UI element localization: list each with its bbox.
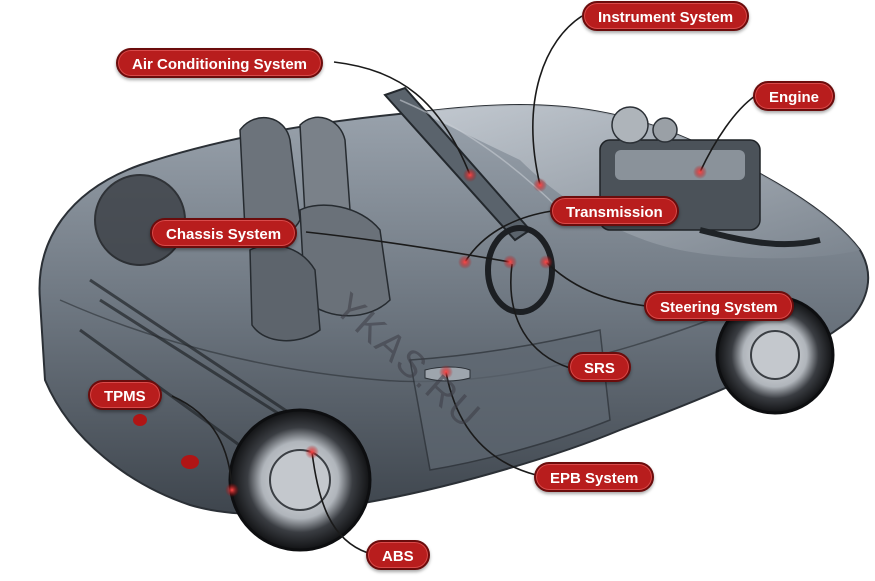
marker-air-conditioning <box>463 168 477 182</box>
marker-tpms <box>225 483 239 497</box>
label-epb-system: EPB System <box>534 462 655 492</box>
marker-abs <box>305 445 319 459</box>
label-srs: SRS <box>568 352 631 382</box>
marker-steering-system <box>539 255 553 269</box>
label-transmission: Transmission <box>550 196 679 226</box>
label-instrument-system: Instrument System <box>582 1 750 31</box>
label-chassis-system: Chassis System <box>150 218 298 248</box>
leader-transmission <box>464 210 553 263</box>
marker-chassis-system <box>503 255 517 269</box>
leader-steering-system <box>545 261 647 307</box>
leader-chassis-system <box>305 231 511 263</box>
marker-transmission <box>458 255 472 269</box>
leader-lines <box>171 15 756 554</box>
label-tpms: TPMS <box>88 380 162 410</box>
leader-air-conditioning <box>333 61 471 176</box>
label-abs: ABS <box>366 540 430 570</box>
leader-epb-system <box>445 371 537 476</box>
marker-epb-system <box>439 365 453 379</box>
markers <box>225 165 707 497</box>
leader-engine <box>699 95 756 173</box>
marker-instrument-system <box>533 178 547 192</box>
marker-engine <box>693 165 707 179</box>
label-steering-system: Steering System <box>644 291 794 321</box>
leader-instrument-system <box>532 15 583 186</box>
label-air-conditioning-system: Air Conditioning System <box>116 48 324 78</box>
leader-tpms <box>171 395 233 491</box>
label-engine: Engine <box>753 81 836 111</box>
leader-abs <box>311 451 369 554</box>
leader-srs <box>510 263 571 369</box>
